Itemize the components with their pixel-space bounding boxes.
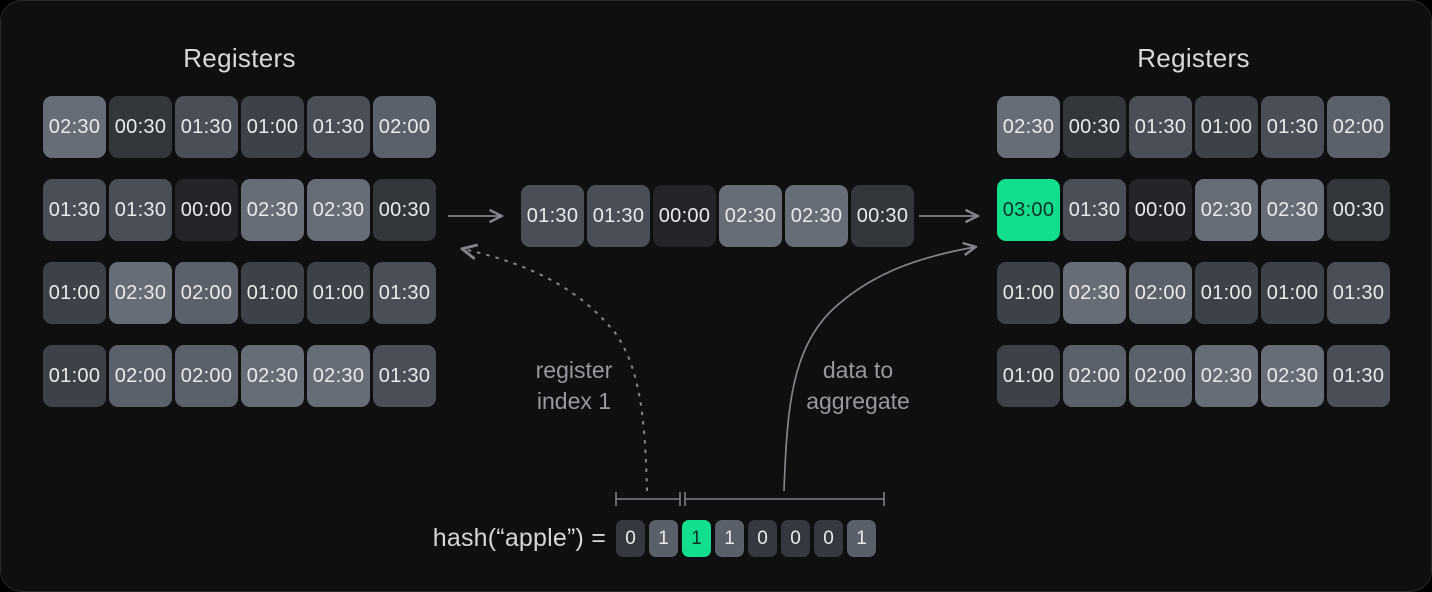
data-to-aggregate-label-line2: aggregate <box>806 388 910 414</box>
data-to-aggregate-label: data to aggregate <box>768 355 948 417</box>
register-cell: 01:00 <box>307 262 370 324</box>
register-cell: 01:30 <box>1129 96 1192 158</box>
register-cell: 01:00 <box>997 345 1060 407</box>
register-cell: 00:30 <box>109 96 172 158</box>
data-to-aggregate-label-line1: data to <box>822 357 894 383</box>
right-registers-title: Registers <box>1137 43 1250 73</box>
register-cell: 01:30 <box>1327 262 1390 324</box>
register-cell: 00:00 <box>175 179 238 241</box>
register-cell: 00:30 <box>1063 96 1126 158</box>
register-cell: 02:30 <box>241 345 304 407</box>
register-cell: 01:00 <box>997 262 1060 324</box>
register-cell: 01:30 <box>175 96 238 158</box>
register-cell: 01:00 <box>241 96 304 158</box>
data-bits-bracket <box>684 492 885 506</box>
hash-bit: 0 <box>748 520 777 557</box>
register-cell: 01:30 <box>109 179 172 241</box>
register-cell: 02:30 <box>43 96 106 158</box>
register-cell: 02:00 <box>1129 262 1192 324</box>
register-cell: 02:30 <box>1261 345 1324 407</box>
register-cell: 02:30 <box>241 179 304 241</box>
register-cell: 01:00 <box>1261 262 1324 324</box>
hash-bit: 0 <box>781 520 810 557</box>
register-cell: 02:00 <box>109 345 172 407</box>
register-index-label: register index 1 <box>494 355 654 417</box>
register-index-label-line1: register <box>535 357 613 383</box>
register-cell: 01:00 <box>43 345 106 407</box>
register-cell: 02:30 <box>1261 179 1324 241</box>
register-cell: 02:00 <box>1063 345 1126 407</box>
hash-bit: 0 <box>616 520 645 557</box>
register-cell: 01:30 <box>1327 345 1390 407</box>
register-cell: 02:00 <box>175 345 238 407</box>
register-cell: 01:30 <box>373 345 436 407</box>
register-cell: 01:00 <box>1195 96 1258 158</box>
register-cell: 02:00 <box>1327 96 1390 158</box>
register-cell: 02:30 <box>1195 179 1258 241</box>
register-index-label-line2: index 1 <box>536 388 612 414</box>
register-cell: 02:30 <box>1063 262 1126 324</box>
register-cell: 01:00 <box>1195 262 1258 324</box>
register-cell: 01:30 <box>587 185 650 247</box>
register-cell: 02:30 <box>785 185 848 247</box>
register-cell: 01:30 <box>373 262 436 324</box>
left-registers-title: Registers <box>183 43 296 73</box>
register-cell: 00:00 <box>1129 179 1192 241</box>
hash-bit: 1 <box>649 520 678 557</box>
register-cell: 02:30 <box>1195 345 1258 407</box>
register-cell: 01:30 <box>1063 179 1126 241</box>
register-cell: 02:30 <box>719 185 782 247</box>
hash-bit: 1 <box>847 520 876 557</box>
register-cell: 01:30 <box>521 185 584 247</box>
register-cell: 01:30 <box>307 96 370 158</box>
register-cell: 00:30 <box>373 179 436 241</box>
register-cell: 02:30 <box>307 179 370 241</box>
register-cell: 02:30 <box>307 345 370 407</box>
hash-bit: 1 <box>715 520 744 557</box>
register-cell: 01:30 <box>1261 96 1324 158</box>
hash-bit: 0 <box>814 520 843 557</box>
index-bits-bracket <box>615 492 681 506</box>
register-cell: 02:00 <box>1129 345 1192 407</box>
register-cell: 00:00 <box>653 185 716 247</box>
hash-bit-highlighted: 1 <box>682 520 711 557</box>
register-cell: 01:00 <box>241 262 304 324</box>
register-cell: 02:00 <box>175 262 238 324</box>
register-cell: 01:00 <box>43 262 106 324</box>
hash-expression: hash(“apple”) = <box>432 524 606 552</box>
register-cell: 02:00 <box>373 96 436 158</box>
register-cell: 00:30 <box>851 185 914 247</box>
register-cell: 02:30 <box>997 96 1060 158</box>
register-cell: 02:30 <box>109 262 172 324</box>
register-cell-highlighted: 03:00 <box>997 179 1060 241</box>
register-cell: 01:30 <box>43 179 106 241</box>
register-cell: 00:30 <box>1327 179 1390 241</box>
